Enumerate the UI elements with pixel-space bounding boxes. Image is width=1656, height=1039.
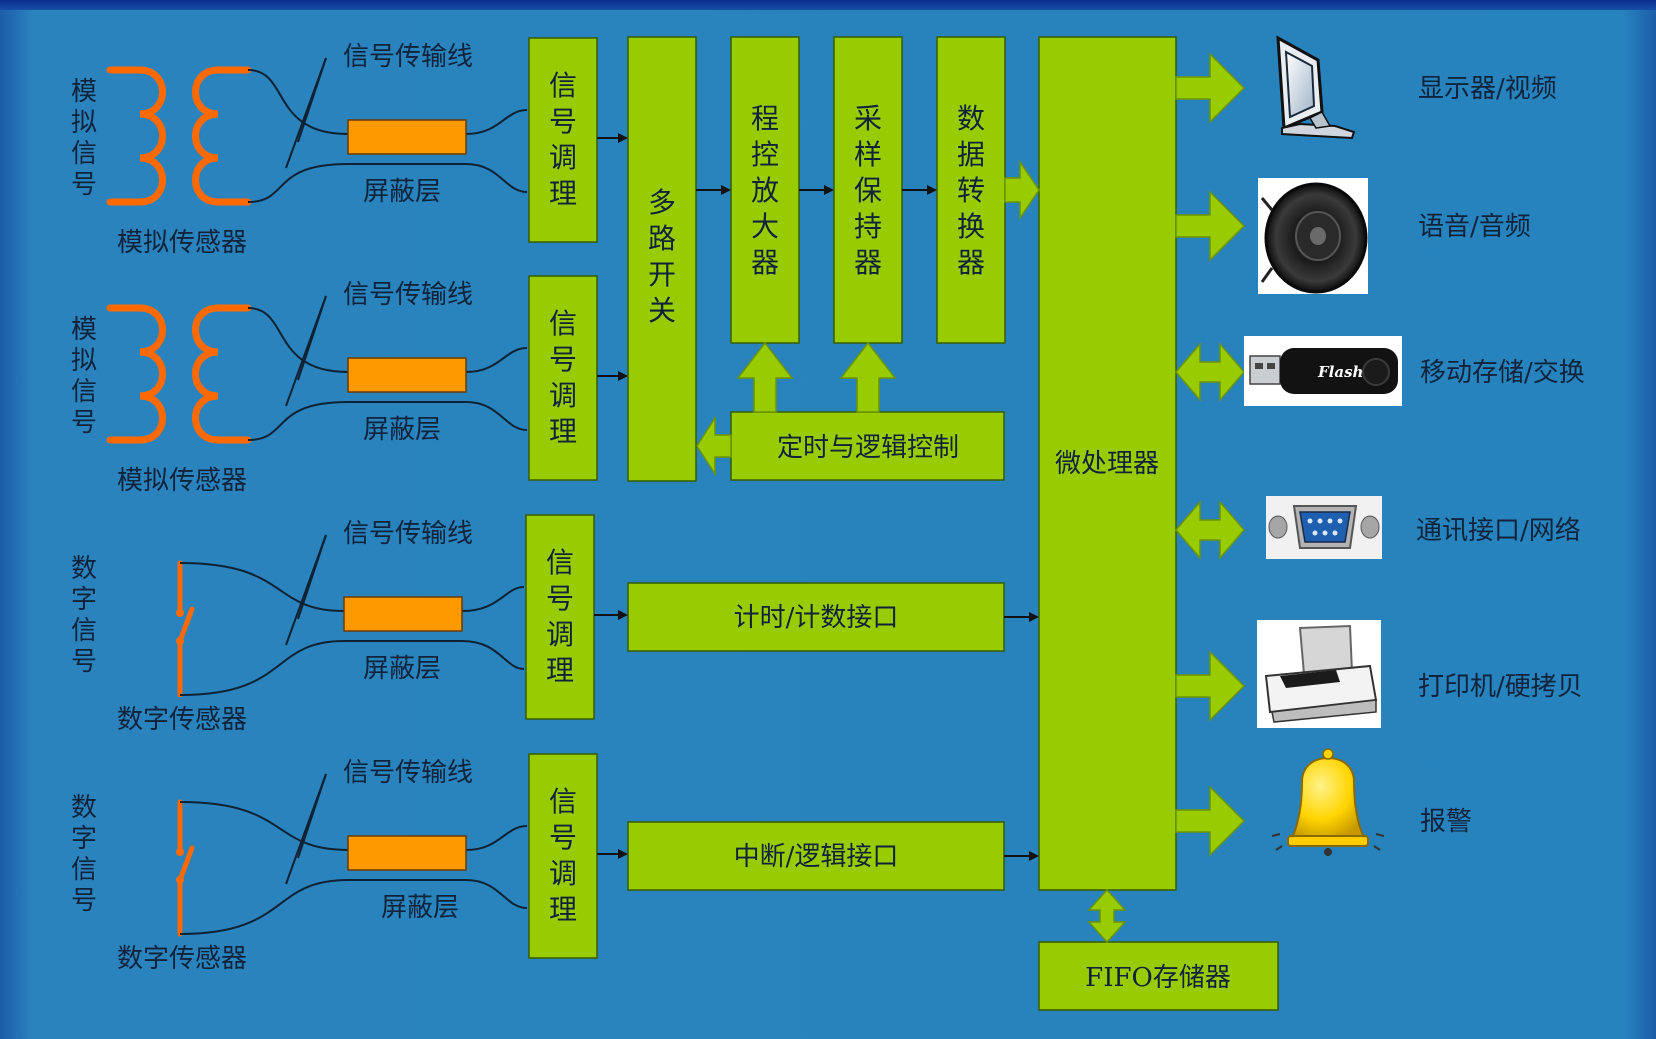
signal-type-label: 模拟信号 (71, 77, 97, 200)
shield-label: 屏蔽层 (363, 177, 441, 207)
bidirectional-arrow (1175, 341, 1245, 403)
usb-flash-icon: Flash (1244, 336, 1402, 406)
output-arrow (1175, 650, 1246, 722)
transformer-coil-icon (106, 304, 252, 444)
shield-label: 屏蔽层 (381, 893, 459, 923)
output-label: 移动存储/交换 (1420, 358, 1585, 388)
sample-hold-block: 采样保持器 (833, 36, 903, 344)
signal-conditioner-label: 信号调理 (546, 546, 574, 687)
signal-conditioner-block (525, 514, 595, 720)
monitor-icon (1276, 35, 1356, 140)
sensor-name-label: 模拟传感器 (117, 228, 247, 258)
shield-layer (343, 596, 463, 632)
pga-block: 程控放大器 (730, 36, 800, 344)
signal-conditioner-label: 信号调理 (549, 69, 577, 210)
signal-conditioner-label: 信号调理 (549, 307, 577, 448)
output-label: 通讯接口/网络 (1416, 516, 1581, 546)
wire-label: 信号传输线 (343, 758, 473, 788)
shield-layer (347, 357, 467, 393)
sensor-name-label: 数字传感器 (117, 944, 247, 974)
fifo-label: FIFO存储器 (1085, 963, 1231, 993)
adc-block: 数据转换器 (936, 36, 1006, 344)
mux-label: 多路开关 (648, 186, 676, 327)
cpu-label: 微处理器 (1055, 449, 1159, 479)
serial-port-icon (1266, 496, 1382, 559)
output-arrow (1175, 52, 1246, 124)
signal-type-label: 数字信号 (71, 793, 97, 916)
signal-type-label: 模拟信号 (71, 315, 97, 438)
shield-layer (347, 119, 467, 155)
switch-contact-icon (176, 799, 195, 937)
signal-conditioner-label: 信号调理 (549, 785, 577, 926)
output-label: 打印机/硬拷贝 (1418, 672, 1583, 702)
bidirectional-arrow (1175, 499, 1245, 561)
output-label: 报警 (1420, 807, 1472, 837)
top-title-bar (0, 0, 1656, 10)
output-arrow (1175, 190, 1246, 262)
pga-label: 程控放大器 (751, 102, 779, 279)
timing-logic-label: 定时与逻辑控制 (777, 433, 959, 463)
shield-label: 屏蔽层 (363, 654, 441, 684)
timer-counter-block: 计时/计数接口 (627, 582, 1005, 652)
alarm-bell-icon (1271, 748, 1385, 856)
sensor-name-label: 数字传感器 (117, 705, 247, 735)
shield-layer (347, 835, 467, 871)
switch-contact-icon (176, 560, 195, 698)
wire-label: 信号传输线 (343, 519, 473, 549)
speaker-icon (1258, 178, 1368, 294)
output-arrows (1175, 52, 1246, 857)
adc-label: 数据转换器 (957, 102, 985, 279)
sample-hold-label: 采样保持器 (854, 102, 882, 279)
cpu-block: 微处理器 (1038, 36, 1177, 891)
output-arrow (1175, 785, 1246, 857)
interrupt-logic-block: 中断/逻辑接口 (627, 821, 1005, 891)
wire-label: 信号传输线 (343, 280, 473, 310)
fifo-block: FIFO存储器 (1038, 941, 1279, 1011)
output-label: 显示器/视频 (1418, 74, 1557, 104)
signal-conditioner-block (528, 753, 598, 959)
timing-logic-block: 定时与逻辑控制 (730, 411, 1005, 481)
mux-block: 多路开关 (627, 36, 697, 482)
block-arrows (696, 159, 1127, 944)
signal-conditioner-block (528, 275, 598, 481)
signal-conditioner-block (528, 37, 598, 243)
transformer-coil-icon (106, 66, 252, 206)
output-label: 语音/音频 (1418, 212, 1531, 242)
sensor-name-label: 模拟传感器 (117, 466, 247, 496)
printer-icon (1257, 620, 1381, 728)
shield-label: 屏蔽层 (363, 415, 441, 445)
thin-arrows (696, 185, 1039, 861)
wire-label: 信号传输线 (343, 42, 473, 72)
timer-counter-label: 计时/计数接口 (734, 603, 899, 633)
usb-brand-label: Flash (1317, 363, 1363, 381)
interrupt-logic-label: 中断/逻辑接口 (734, 842, 899, 872)
signal-type-label: 数字信号 (71, 554, 97, 677)
